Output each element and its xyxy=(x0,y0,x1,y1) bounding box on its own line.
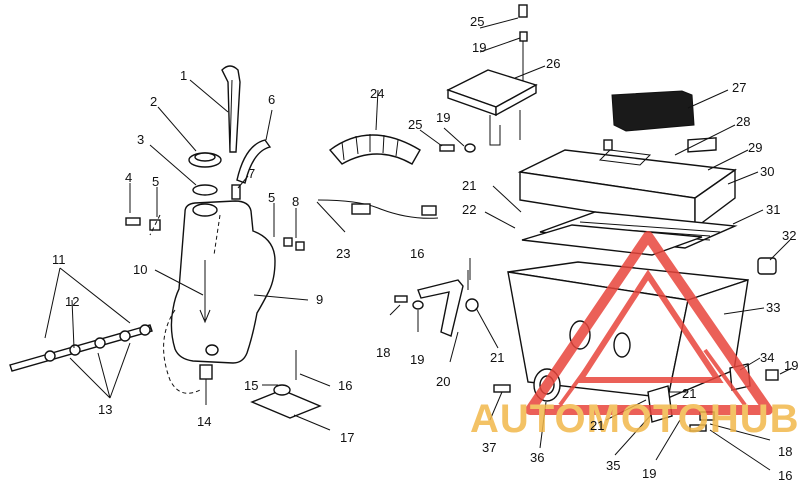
callout-label: 27 xyxy=(732,80,746,95)
callout-label: 2 xyxy=(150,94,157,109)
callout-label: 6 xyxy=(268,92,275,107)
callout-label: 32 xyxy=(782,228,796,243)
callout-label: 11 xyxy=(52,252,66,267)
callout-label: 5 xyxy=(268,190,275,205)
mount-bracket-part xyxy=(417,279,464,337)
leader-lines xyxy=(44,17,793,471)
callout-label: 28 xyxy=(736,114,750,129)
callout-label: 21 xyxy=(590,418,604,433)
callout-label: 10 xyxy=(133,262,147,277)
callout-label: 19 xyxy=(410,352,424,367)
callout-label: 25 xyxy=(408,117,422,132)
callout-label: 3 xyxy=(137,132,144,147)
watermark: AUTOMOTOHUB xyxy=(470,231,800,441)
callout-label: 4 xyxy=(125,170,132,185)
callout-label: 20 xyxy=(436,374,450,389)
callout-label: 19 xyxy=(642,466,656,481)
callout-label: 35 xyxy=(606,458,620,473)
callout-label: 21 xyxy=(462,178,476,193)
callout-label: 24 xyxy=(370,86,384,101)
callout-label: 5 xyxy=(152,174,159,189)
oil-line-part xyxy=(9,324,153,372)
oil-tank-part xyxy=(170,200,276,364)
watermark-text: AUTOMOTOHUB xyxy=(470,397,800,441)
callout-label: 37 xyxy=(482,440,496,455)
callout-label: 13 xyxy=(98,402,112,417)
callout-label: 16 xyxy=(338,378,352,393)
tank-bracket-part xyxy=(250,389,322,419)
callout-label: 19 xyxy=(472,40,486,55)
callout-label: 9 xyxy=(316,292,323,307)
bolt-part xyxy=(493,384,511,393)
vent-hose-part xyxy=(236,139,272,184)
screw-part xyxy=(439,144,455,152)
callout-label: 12 xyxy=(65,294,79,309)
callout-label: 1 xyxy=(180,68,187,83)
callout-label: 18 xyxy=(376,345,390,360)
callout-label: 25 xyxy=(470,14,484,29)
callout-label: 7 xyxy=(248,166,255,181)
callouts: 1 2 3 4 5 5 6 7 8 9 10 11 12 13 14 15 16… xyxy=(52,14,798,483)
fitting-part xyxy=(231,184,241,200)
callout-label: 19 xyxy=(784,358,798,373)
callout-label: 26 xyxy=(546,56,560,71)
gasket-part xyxy=(192,184,218,196)
watermark-logo-icon xyxy=(525,231,773,415)
drain-fitting-part xyxy=(199,364,213,380)
callout-label: 19 xyxy=(436,110,450,125)
plug-part xyxy=(757,257,777,275)
callout-label: 15 xyxy=(244,378,258,393)
callout-label: 18 xyxy=(778,444,792,459)
bolt-part xyxy=(518,4,528,18)
callout-label: 22 xyxy=(462,202,476,217)
callout-label: 21 xyxy=(490,350,504,365)
callout-label: 21 xyxy=(682,386,696,401)
grommet-part xyxy=(273,384,291,396)
callout-label: 16 xyxy=(410,246,424,261)
callout-label: 17 xyxy=(340,430,354,445)
screw-part xyxy=(125,217,141,226)
airbox-group xyxy=(446,4,779,432)
callout-label: 34 xyxy=(760,350,774,365)
callout-label: 31 xyxy=(766,202,780,217)
callout-label: 36 xyxy=(530,450,544,465)
throttle-cable-part xyxy=(317,199,439,219)
oil-tank-group xyxy=(9,65,322,419)
callout-label: 30 xyxy=(760,164,774,179)
callout-label: 8 xyxy=(292,194,299,209)
callout-label: 23 xyxy=(336,246,350,261)
callout-label: 14 xyxy=(197,414,211,429)
intake-duct-group xyxy=(317,134,479,337)
callout-label: 29 xyxy=(748,140,762,155)
foam-filter-part xyxy=(611,90,695,132)
callout-label: 16 xyxy=(778,468,792,483)
callout-label: 33 xyxy=(766,300,780,315)
